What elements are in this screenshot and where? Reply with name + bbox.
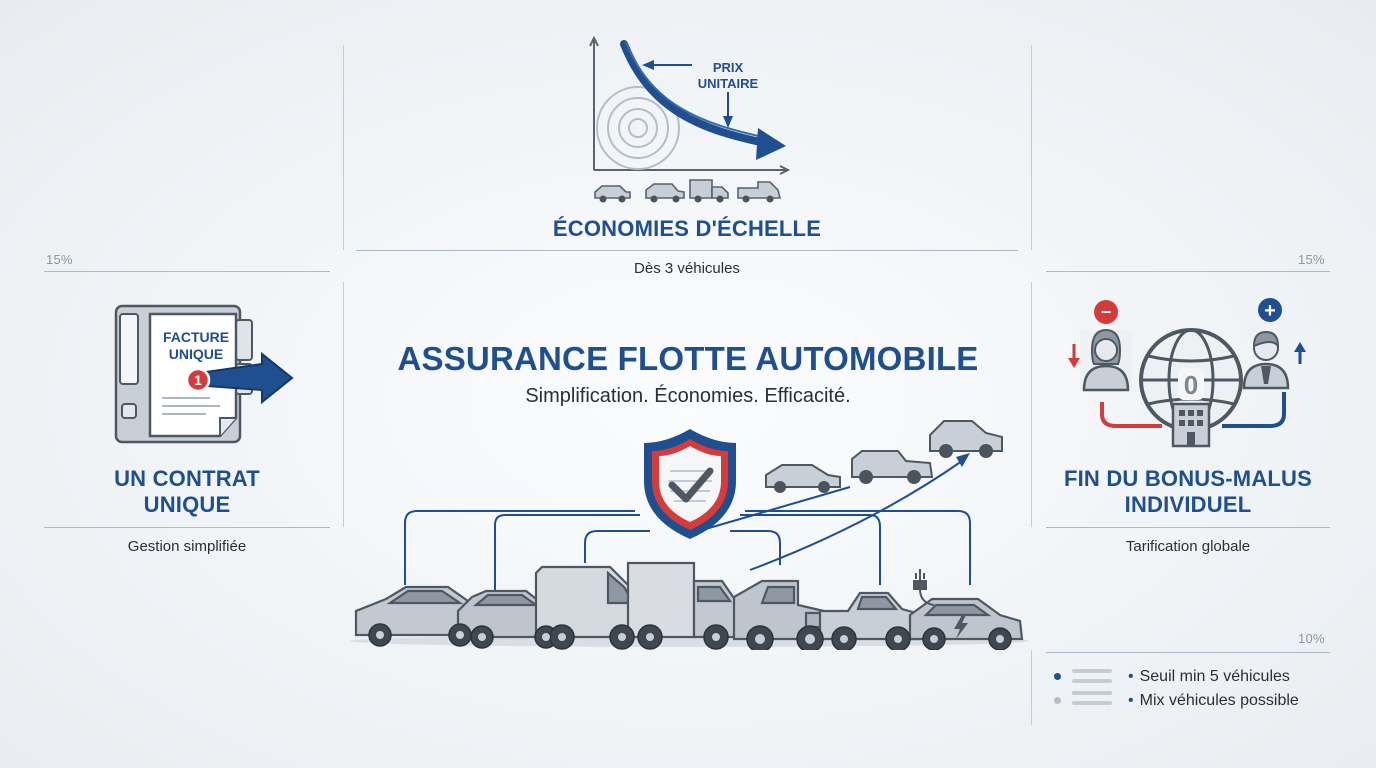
list-icon (1072, 669, 1112, 673)
list-bullet-icon (1054, 697, 1061, 704)
globe-building-icon: 0 − + (1068, 298, 1306, 448)
bonus-subtitle: Tarification globale (1125, 538, 1251, 555)
divider-mid-left (343, 282, 344, 527)
bonus-heading-line1: FIN DU BONUS-MALUS (1063, 466, 1313, 491)
minus-badge: − (1101, 302, 1112, 322)
bonus-rule (1046, 527, 1330, 528)
chart-label-unitaire: UNITAIRE (698, 76, 759, 91)
doc-label-unique: UNIQUE (169, 346, 223, 362)
divider-mid-right (1031, 282, 1032, 527)
vehicle-fleet-icon (350, 420, 1030, 650)
divider-top-right (1031, 45, 1032, 250)
criteria-percent: 10% (1298, 631, 1325, 646)
criteria-rule (1046, 652, 1330, 653)
list-icon (1072, 691, 1112, 695)
small-vehicles-icon (594, 179, 782, 203)
list-item: Mix véhicules possible (1054, 690, 1354, 712)
contrat-top-rule (44, 271, 330, 272)
list-item: Seuil min 5 véhicules (1054, 666, 1354, 688)
criteria-item-1: Seuil min 5 véhicules (1128, 668, 1290, 686)
person-right-icon (1242, 330, 1290, 390)
contrat-percent: 15% (46, 252, 73, 267)
bonus-top-rule (1046, 271, 1330, 272)
contrat-heading: UN CONTRAT UNIQUE (44, 466, 330, 518)
chart-label-prix: PRIX (713, 60, 744, 75)
globe-zero: 0 (1184, 370, 1198, 400)
divider-top-left (343, 45, 344, 250)
bonus-heading-line2: INDIVIDUEL (1124, 492, 1252, 517)
economies-heading: ÉCONOMIES D'ÉCHELLE (552, 216, 822, 241)
economies-rule (356, 250, 1018, 251)
bonus-heading: FIN DU BONUS-MALUS INDIVIDUEL (1046, 466, 1330, 518)
doc-label-facture: FACTURE (163, 329, 229, 345)
person-left-icon (1080, 328, 1132, 392)
main-title: ASSURANCE FLOTTE AUTOMOBILE (397, 340, 979, 377)
contrat-heading-line2: UNIQUE (143, 492, 231, 517)
main-subtitle: Simplification. Économies. Efficacité. (525, 385, 851, 407)
list-icon (1072, 679, 1112, 683)
contrat-heading-line1: UN CONTRAT (114, 466, 260, 491)
economies-subtitle: Dès 3 véhicules (634, 260, 740, 277)
list-bullet-icon (1054, 673, 1061, 680)
contrat-rule (44, 527, 330, 528)
invoice-binder-icon: FACTURE UNIQUE 1 (114, 304, 294, 444)
contrat-subtitle: Gestion simplifiée (127, 538, 247, 555)
invoice-badge: 1 (194, 372, 202, 388)
bonus-percent: 15% (1298, 252, 1325, 267)
list-icon (1072, 701, 1112, 705)
shield-check-icon (644, 429, 736, 539)
divider-bottom-right (1031, 650, 1032, 725)
criteria-item-2: Mix véhicules possible (1128, 692, 1299, 710)
plus-badge: + (1264, 300, 1276, 322)
price-curve-icon: PRIX UNITAIRE (589, 35, 791, 175)
